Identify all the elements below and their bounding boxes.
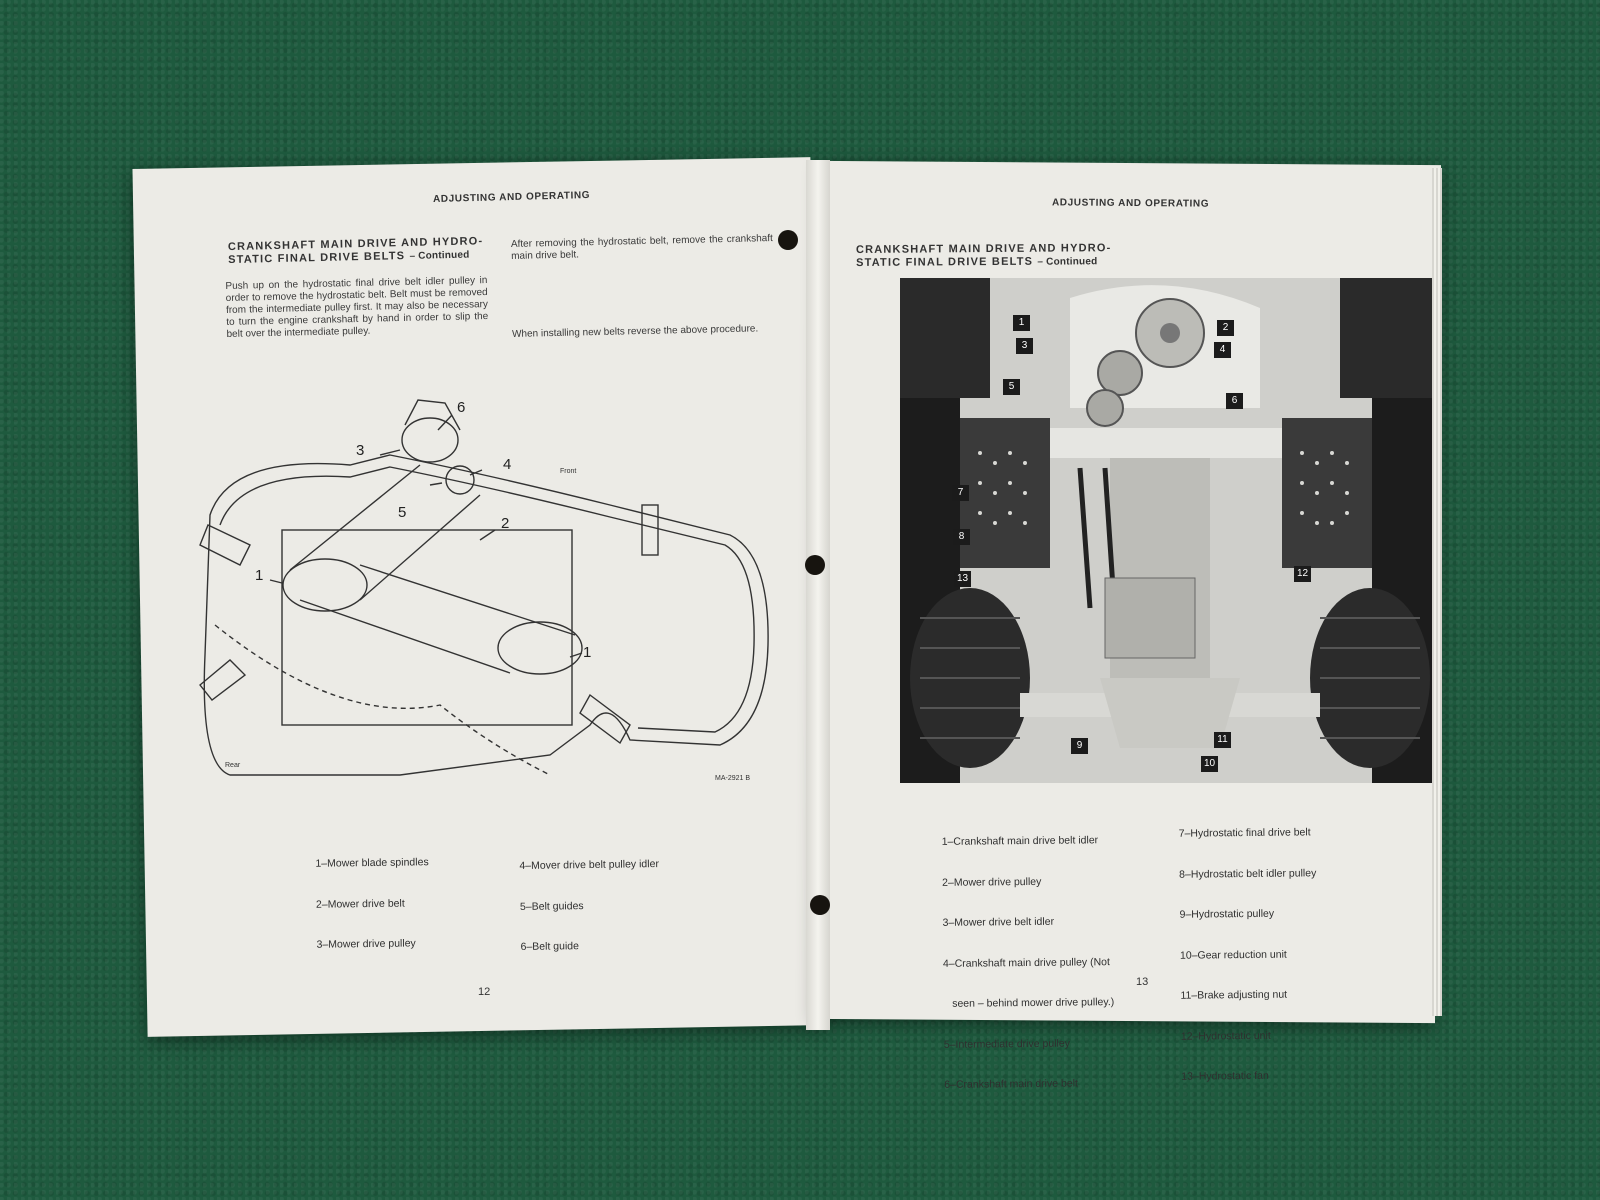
legend-item: 8–Hydrostatic belt idler pulley	[1179, 866, 1317, 881]
binder-hole	[778, 230, 798, 250]
legend-item: 6–Crankshaft main drive belt	[944, 1077, 1078, 1091]
photo-callout: 12	[1294, 566, 1311, 582]
photo-callout: 1	[1013, 315, 1030, 331]
photo-callout: 6	[1226, 393, 1243, 409]
belt-guide-post	[641, 504, 659, 556]
legend-item: 10–Gear reduction unit	[1179, 948, 1287, 962]
legend-item: 2–Mower drive belt	[315, 897, 405, 911]
rear-label: Rear	[225, 762, 241, 769]
right-legend-col2: 7–Hydrostatic final drive belt 8–Hydrost…	[1178, 799, 1318, 1111]
mower-drive-pulley	[401, 417, 459, 463]
idler-pulley	[445, 465, 475, 495]
diagram-code: MA-2921 B	[715, 775, 750, 782]
deck-plate	[281, 529, 573, 726]
photo-callout: 2	[1217, 320, 1234, 336]
left-legend-col2: 4–Mover drive belt pulley idler 5–Belt g…	[519, 831, 661, 981]
diagram-label: 3	[356, 442, 364, 459]
legend-item: 3–Mower drive pulley	[316, 937, 416, 951]
tractor-underside-photo	[900, 278, 1432, 783]
photo-callout: 9	[1071, 738, 1088, 754]
legend-item: 13–Hydrostatic fan	[1181, 1069, 1269, 1083]
legend-item: 4–Crankshaft main drive pulley (Not	[942, 955, 1110, 970]
binder-hole	[810, 895, 830, 915]
left-spindle-pulley	[282, 558, 368, 612]
mower-deck-belt-diagram: 6 3 4 5 2 1 1 Front Rear MA-2921 B	[199, 399, 769, 782]
title-continued: – Continued	[1037, 256, 1098, 268]
legend-item: 11–Brake adjusting nut	[1180, 988, 1288, 1002]
left-page-number: 12	[478, 986, 491, 998]
photo-callout: 7	[952, 485, 969, 501]
photo-callout: 13	[954, 571, 971, 587]
legend-item: 6–Belt guide	[520, 940, 580, 953]
legend-item: 4–Mover drive belt pulley idler	[519, 858, 659, 872]
photo-callout: 5	[1003, 379, 1020, 395]
photo-callout: 10	[1201, 756, 1218, 772]
right-spindle-pulley	[497, 621, 583, 675]
diagram-label: 4	[503, 456, 511, 473]
diagram-label: 2	[501, 515, 509, 532]
legend-item: 3–Mower drive belt idler	[942, 915, 1055, 929]
right-section-title: CRANKSHAFT MAIN DRIVE AND HYDRO- STATIC …	[856, 242, 1126, 270]
photo-callout: 11	[1214, 732, 1231, 748]
right-legend-col1: 1–Crankshaft main drive belt idler 2–Mow…	[941, 807, 1115, 1119]
front-label: Front	[560, 468, 576, 475]
diagram-label: 5	[398, 504, 406, 521]
right-page-header: ADJUSTING AND OPERATING	[1051, 197, 1210, 210]
photo-callout: 4	[1214, 342, 1231, 358]
legend-item: 9–Hydrostatic pulley	[1179, 907, 1275, 921]
mower-drive-belt	[289, 464, 576, 674]
title-continued: – Continued	[409, 249, 470, 262]
right-page-number: 13	[1136, 976, 1149, 988]
legend-item: 5–Belt guides	[519, 899, 584, 913]
photo-drawing	[900, 278, 1432, 783]
page-stack-edge	[1432, 168, 1442, 1016]
left-legend-col1: 1–Mower blade spindles 2–Mower drive bel…	[315, 829, 430, 979]
binder-hole	[805, 555, 825, 575]
diagram-label: 1	[583, 644, 591, 661]
legend-item: 1–Crankshaft main drive belt idler	[941, 834, 1099, 848]
deck-outline	[203, 454, 769, 776]
diagram-label: 1	[255, 567, 263, 584]
book-spine	[806, 160, 830, 1030]
photo-callout: 3	[1016, 338, 1033, 354]
legend-item: 7–Hydrostatic final drive belt	[1178, 826, 1311, 840]
diagram-label: 6	[457, 399, 465, 416]
legend-item: 12–Hydrostatic unit	[1180, 1029, 1271, 1043]
legend-item: 1–Mower blade spindles	[315, 856, 429, 870]
legend-item: 2–Mower drive pulley	[942, 875, 1042, 889]
photo-callout: 8	[953, 529, 970, 545]
legend-item: seen – behind mower drive pulley.)	[943, 996, 1115, 1010]
left-paragraph-1: Push up on the hydrostatic final drive b…	[225, 275, 489, 340]
legend-item: 5–Intermediate drive pulley	[943, 1037, 1070, 1051]
